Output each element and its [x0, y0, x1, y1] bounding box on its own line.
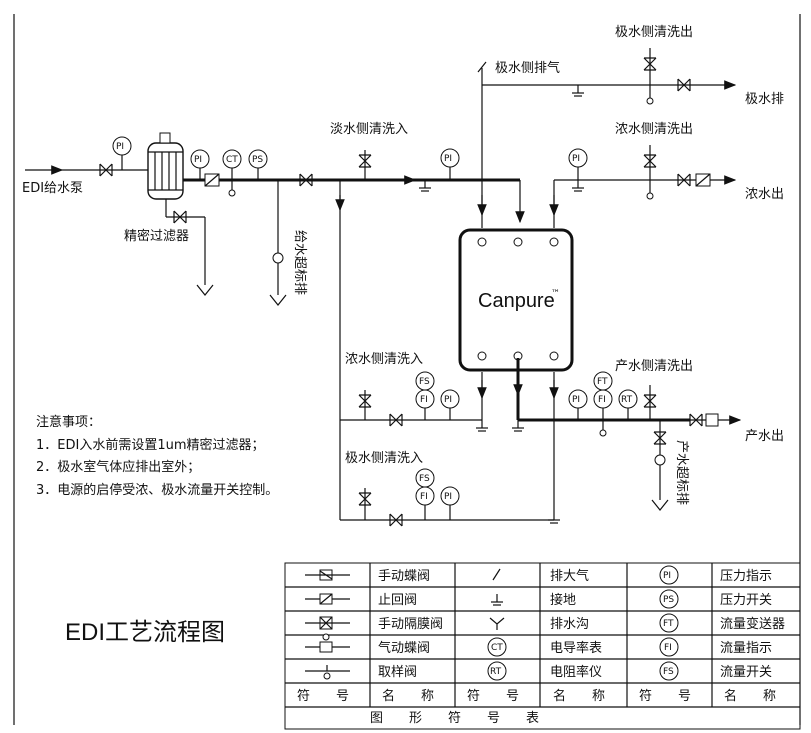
pi-tag: PI	[444, 154, 452, 164]
legend-name: 取样阀	[378, 665, 417, 680]
edi-module: Canpure ™	[458, 228, 574, 372]
fi-tag: FI	[420, 492, 428, 502]
precision-filter	[147, 132, 214, 296]
legend-name: 排水沟	[550, 617, 589, 632]
pi-tag: PI	[116, 142, 124, 152]
fs-tag: FS	[663, 667, 674, 677]
notes-heading: 注意事项：	[36, 414, 101, 430]
legend-header-name: 名 称	[724, 688, 776, 704]
legend-name: 流量指示	[720, 641, 772, 656]
electrode-inlet-line: FS FI PI	[340, 372, 560, 527]
legend-name: 流量开关	[720, 665, 772, 680]
legend-header-symbol: 符 号	[467, 688, 519, 704]
label-product-rinse-out: 产水侧清洗出	[615, 359, 693, 374]
product-out-line: PI FT FI RT	[512, 358, 742, 511]
label-feed-over-limit: 给水超标排	[292, 230, 307, 295]
label-conc-out: 浓水出	[745, 187, 784, 202]
concentrate-inlet-line: FS FI PI	[340, 371, 488, 432]
legend-header-name: 名 称	[553, 688, 605, 704]
fi-tag: FI	[598, 395, 606, 405]
label-feed-pump: EDI给水泵	[22, 181, 83, 196]
label-product-out: 产水出	[745, 429, 784, 444]
ct-tag: CT	[491, 643, 503, 653]
edi-brand-label: Canpure	[478, 290, 555, 312]
pi-gauge-feed	[112, 136, 132, 156]
pi-tag: PI	[572, 395, 580, 405]
legend-header-symbol: 符 号	[639, 688, 691, 704]
concentrate-out-line: PI	[549, 145, 737, 228]
rt-tag: RT	[490, 667, 502, 677]
legend-name: 接地	[550, 592, 576, 608]
legend-header-symbol: 符 号	[297, 688, 349, 704]
feed-line: PI	[25, 136, 148, 177]
pi-tag: PI	[444, 492, 452, 502]
label-precision-filter: 精密过滤器	[124, 228, 189, 244]
feed-main: PI CT PS PI	[183, 148, 525, 520]
ct-tag: CT	[226, 155, 238, 165]
note-item: 3．电源的启停受浓、极水流量开关控制。	[36, 482, 278, 498]
legend-name: 止回阀	[378, 593, 417, 608]
legend-name: 压力开关	[720, 593, 772, 608]
label-product-over-limit: 产水超标排	[674, 440, 689, 505]
legend-caption: 图 形 符 号 表	[370, 710, 539, 726]
pi-tag: PI	[663, 571, 671, 581]
fs-tag: FS	[419, 377, 430, 387]
legend-name: 排大气	[550, 568, 589, 584]
legend-table: CT RT PI PS FT FI FS 手动蝶阀 止回阀 手动隔膜阀 气动蝶阀…	[284, 562, 801, 730]
legend-name: 电导率表	[550, 640, 602, 656]
label-dilute-rinse-in: 淡水侧清洗入	[330, 122, 408, 137]
feed-butterfly-valve	[99, 163, 113, 177]
legend-name: 手动隔膜阀	[378, 617, 443, 632]
label-electrode-rinse-in: 极水侧清洗入	[345, 451, 423, 466]
fi-tag: FI	[664, 643, 672, 653]
ft-tag: FT	[597, 377, 608, 387]
label-electrode-discharge: 极水排	[745, 92, 784, 107]
pi-tag: PI	[444, 395, 452, 405]
legend-name: 流量变送器	[720, 616, 785, 632]
legend-name: 气动蝶阀	[378, 640, 430, 656]
label-electrode-vent: 极水侧排气	[495, 60, 560, 76]
pi-tag: PI	[572, 154, 580, 164]
legend-header-name: 名 称	[382, 688, 434, 704]
note-item: 1．EDI入水前需设置1um精密过滤器；	[36, 437, 265, 453]
fs-tag: FS	[419, 474, 430, 484]
label-conc-rinse-in: 浓水侧清洗入	[345, 352, 423, 367]
pi-tag: PI	[194, 155, 202, 165]
trademark-mark: ™	[551, 289, 560, 299]
label-conc-rinse-out: 浓水侧清洗出	[615, 122, 693, 137]
rt-tag: RT	[621, 395, 633, 405]
notes: 注意事项： 1．EDI入水前需设置1um精密过滤器； 2．极水室气体应排出室外；…	[36, 414, 278, 498]
legend-name: 电阻率仪	[550, 664, 602, 680]
legend-name: 手动蝶阀	[378, 569, 430, 584]
ft-tag: FT	[663, 619, 674, 629]
note-item: 2．极水室气体应排出室外；	[36, 459, 200, 475]
diagram-title: EDI工艺流程图	[65, 619, 225, 646]
ps-tag: PS	[252, 155, 263, 165]
ps-tag: PS	[663, 595, 674, 605]
label-electrode-rinse-out: 极水侧清洗出	[615, 25, 693, 40]
fi-tag: FI	[420, 395, 428, 405]
electrode-vent-line	[477, 48, 737, 228]
legend-name: 压力指示	[720, 569, 772, 584]
